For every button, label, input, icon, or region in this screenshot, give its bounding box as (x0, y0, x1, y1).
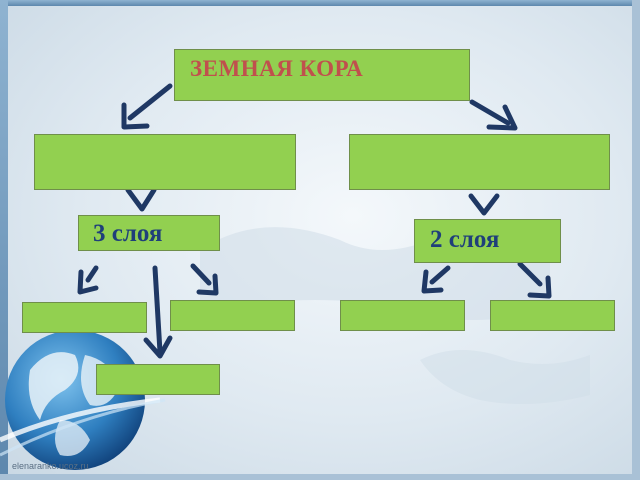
arrow-root-to-left (121, 83, 173, 130)
arrow-3-layers-to-leaf-3 (143, 265, 173, 359)
arrow-2-layers-to-leaf-1 (421, 265, 451, 294)
watermark-text: elenaranko.ucoz.ru (12, 461, 89, 471)
leaf-box-right-2 (490, 300, 615, 331)
arrow-right-to-2-layers (468, 193, 500, 216)
arrow-3-layers-to-leaf-1 (77, 265, 99, 295)
root-box (174, 49, 470, 101)
leaf-box-right-1 (340, 300, 465, 331)
leaf-box-left-1 (22, 302, 147, 333)
three-layers-box (78, 215, 220, 251)
arrow-2-layers-to-leaf-2 (517, 261, 552, 299)
leaf-box-left-3 (96, 364, 220, 395)
two-layers-box (414, 219, 561, 263)
leaf-box-left-2 (170, 300, 295, 331)
arrow-3-layers-to-leaf-2 (190, 263, 219, 296)
arrow-root-to-right (469, 99, 518, 131)
three-layers-label: 3 слоя (93, 220, 163, 247)
arrow-left-to-3-layers (125, 187, 157, 212)
root-label: ЗЕМНАЯ КОРА (190, 56, 364, 81)
two-layers-label: 2 слоя (430, 226, 500, 253)
left-branch-box (34, 134, 296, 190)
right-branch-box (349, 134, 610, 190)
